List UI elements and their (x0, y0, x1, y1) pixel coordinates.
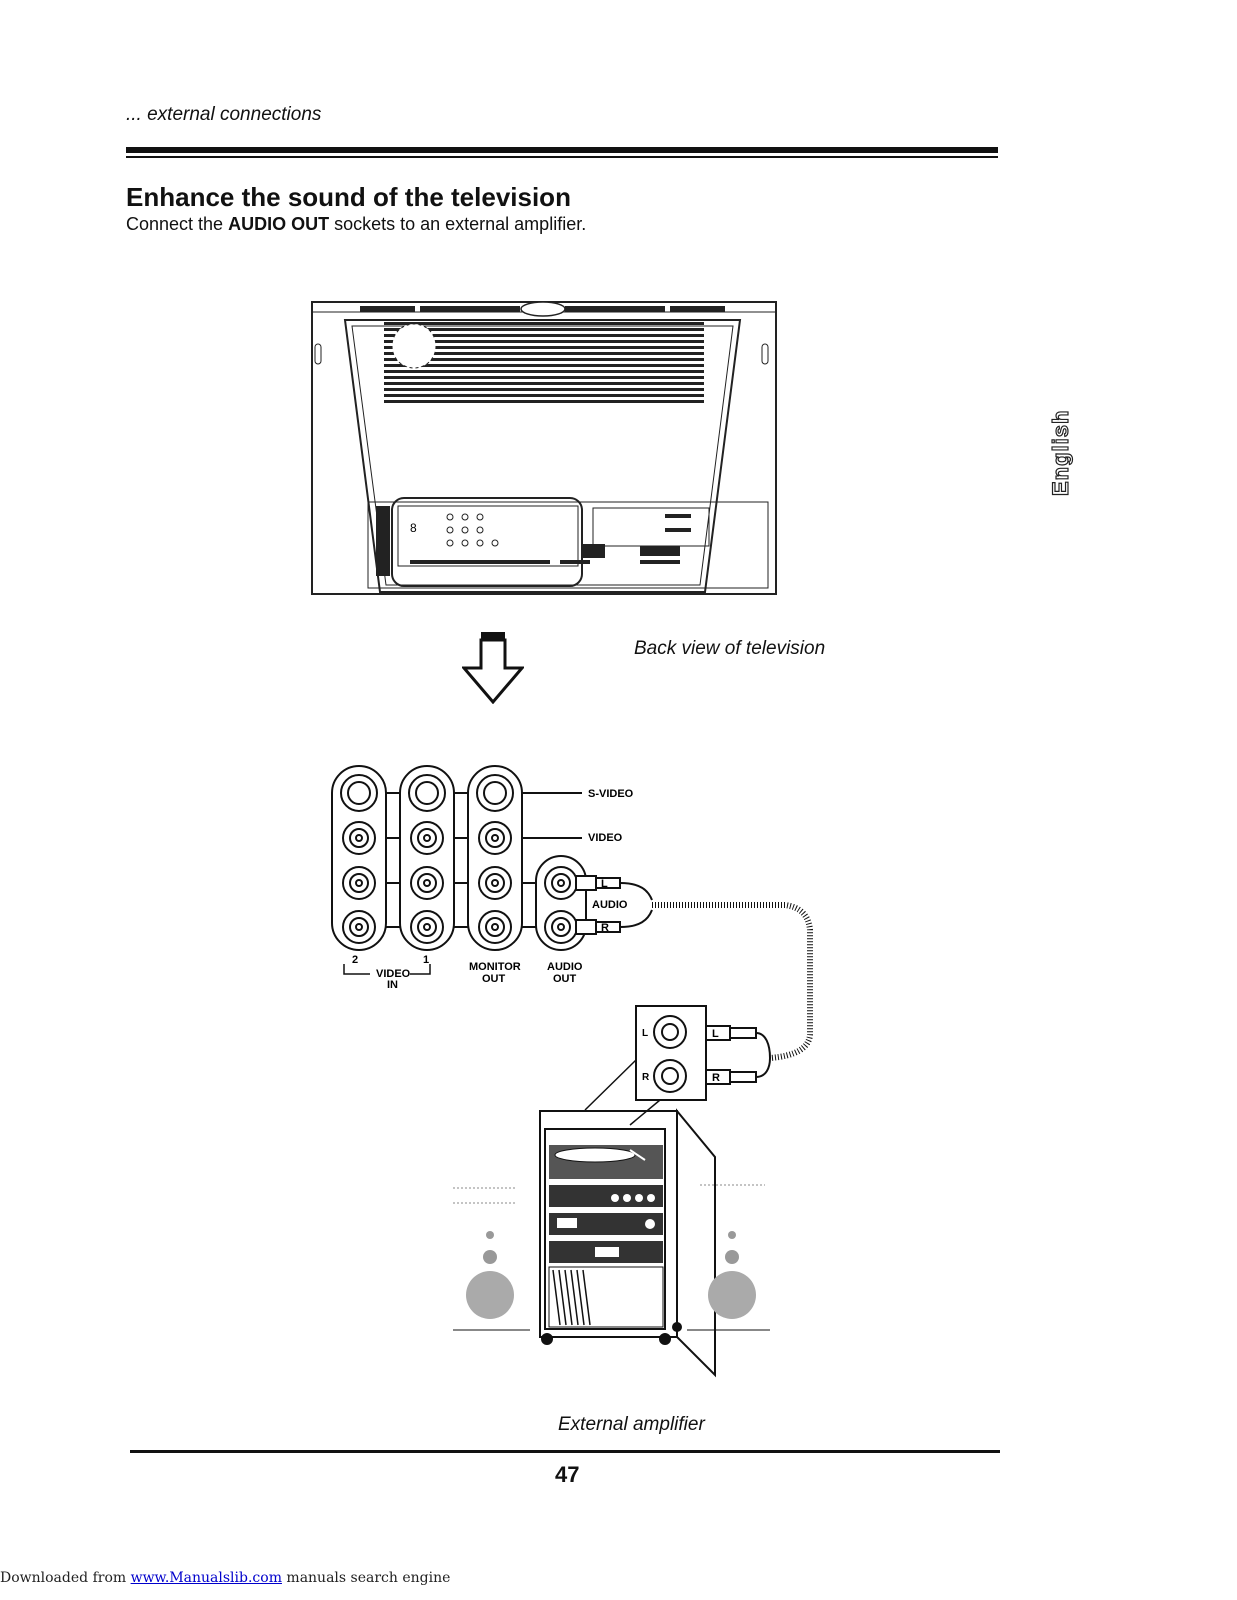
plug-label-right: R (601, 922, 609, 934)
connection-diagram: S-VIDEO VIDEO L R AUDIO 2 1 VIDEO IN MON… (331, 765, 813, 1126)
label-video-in-2: IN (387, 979, 398, 991)
tv-back-illustration: 8 (311, 301, 777, 595)
left-speaker (453, 1187, 530, 1331)
header-rule-thick (126, 147, 998, 153)
amplifier-illustration (453, 1108, 770, 1378)
audio-out-plugs (575, 875, 653, 935)
amp-plug-label-right: R (712, 1072, 720, 1084)
label-video: VIDEO (588, 832, 623, 844)
language-label: English (1047, 409, 1073, 497)
tv-vent-grille (384, 322, 704, 403)
language-side-tab: English (1040, 392, 1080, 502)
page-subtitle: Connect the AUDIO OUT sockets to an exte… (126, 214, 586, 235)
label-input-1: 1 (423, 954, 429, 966)
socket-panel (331, 765, 587, 951)
section-header: ... external connections (126, 104, 322, 125)
svg-text:8: 8 (410, 521, 417, 535)
svideo-sockets (340, 774, 514, 812)
label-audio-out-1: AUDIO (547, 961, 583, 973)
manualslib-link[interactable]: www.Manualslib.com (130, 1570, 282, 1586)
audio-cable (652, 902, 813, 1061)
subtitle-post: sockets to an external amplifier. (329, 214, 587, 234)
footer-rule (130, 1450, 1000, 1453)
amp-plug-label-left: L (712, 1028, 719, 1040)
down-arrow-icon (462, 632, 524, 704)
caption-tv-back: Back view of television (634, 638, 826, 659)
label-video-in-1: VIDEO (376, 968, 411, 980)
amplifier-input-box (635, 1005, 771, 1101)
subtitle-bold: AUDIO OUT (228, 214, 330, 234)
label-svideo: S-VIDEO (588, 788, 634, 800)
amp-label-right: R (642, 1072, 650, 1083)
header-rule-thin (126, 156, 998, 158)
turntable (549, 1145, 663, 1179)
amp-label-left: L (642, 1028, 648, 1039)
page-title: Enhance the sound of the television (126, 182, 571, 212)
right-speaker (687, 1184, 770, 1331)
footer-suffix: manuals search engine (281, 1570, 451, 1586)
rca-sockets (342, 821, 578, 944)
plug-label-left: L (601, 878, 608, 890)
label-audio: AUDIO (592, 899, 628, 911)
subtitle-pre: Connect the (126, 214, 229, 234)
label-audio-out-2: OUT (553, 973, 577, 985)
label-input-2: 2 (352, 954, 358, 966)
label-monitor-out-1: MONITOR (469, 961, 521, 973)
footer-prefix: Downloaded from (0, 1570, 131, 1586)
caption-amplifier: External amplifier (558, 1414, 705, 1435)
label-monitor-out-2: OUT (482, 973, 506, 985)
download-footer: Downloaded from www.Manualslib.com manua… (0, 1570, 450, 1586)
page-number: 47 (555, 1462, 580, 1487)
